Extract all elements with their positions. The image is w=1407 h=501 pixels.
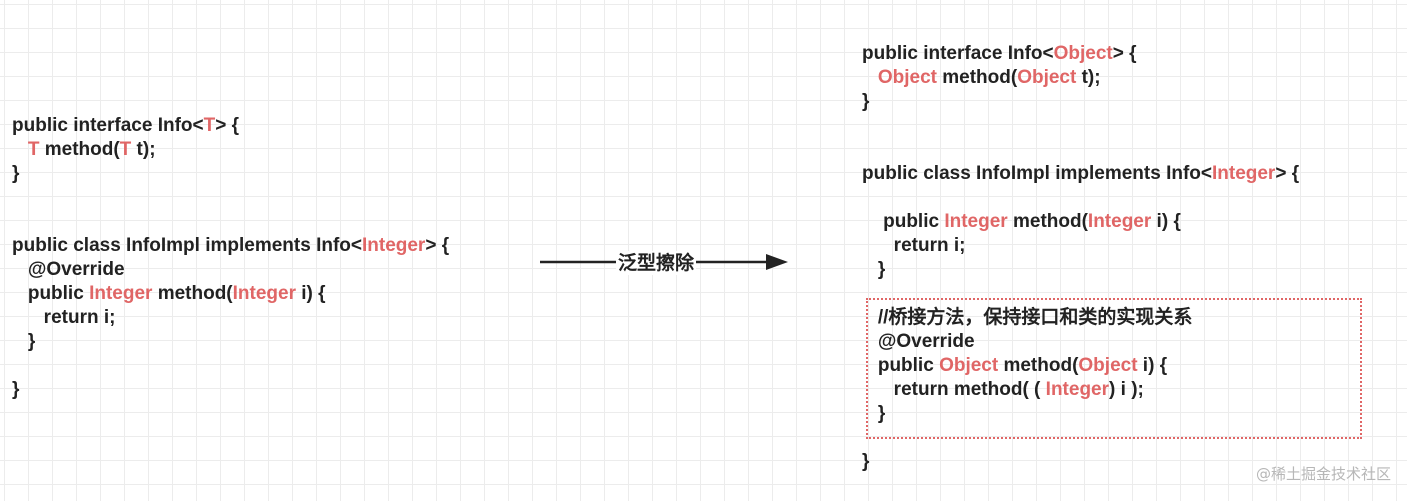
- code-line: }: [862, 450, 1299, 474]
- code-token: @Override: [12, 259, 125, 280]
- code-token: [12, 139, 28, 160]
- code-token: t);: [1076, 67, 1101, 88]
- type-token: Object: [877, 67, 937, 88]
- code-line: public interface Info<T> {: [12, 114, 449, 138]
- code-token: return i;: [12, 307, 116, 328]
- code-token: public class InfoImpl implements Info<: [12, 235, 362, 256]
- erased-code-block: public interface Info<Object> { Object m…: [862, 42, 1299, 474]
- code-line: @Override: [862, 330, 1299, 354]
- type-token: Integer: [89, 283, 153, 304]
- code-token: public: [862, 355, 940, 376]
- code-token: return i;: [862, 235, 966, 256]
- code-token: > {: [1275, 163, 1300, 184]
- type-token: T: [203, 115, 216, 136]
- erasure-label: 泛型擦除: [616, 251, 697, 275]
- code-token: method(: [998, 355, 1079, 376]
- code-token: }: [862, 403, 886, 424]
- code-line: }: [12, 330, 449, 354]
- code-token: i) {: [296, 283, 326, 304]
- type-token: Object: [1053, 43, 1113, 64]
- code-line: return method( ( Integer) i );: [862, 378, 1299, 402]
- code-line: }: [862, 402, 1299, 426]
- type-token: T: [119, 139, 132, 160]
- code-line: T method(T t);: [12, 138, 449, 162]
- code-token: }: [12, 331, 36, 352]
- code-token: > {: [425, 235, 450, 256]
- code-line: [862, 138, 1299, 162]
- code-token: public: [862, 211, 945, 232]
- code-token: method(: [936, 67, 1018, 88]
- code-token: method(: [1007, 211, 1088, 232]
- code-line: [12, 186, 449, 210]
- code-line: return i;: [862, 234, 1299, 258]
- code-token: > {: [215, 115, 240, 136]
- code-token: public interface Info<: [12, 115, 204, 136]
- type-token: Object: [1017, 67, 1077, 88]
- code-line: public class InfoImpl implements Info<In…: [862, 162, 1299, 186]
- code-line: public Object method(Object i) {: [862, 354, 1299, 378]
- code-line: Object method(Object t);: [862, 66, 1299, 90]
- code-token: }: [862, 91, 870, 112]
- code-token: i) {: [1151, 211, 1181, 232]
- bridge-method-box: [866, 298, 1362, 439]
- code-token: method(: [39, 139, 120, 160]
- code-line: }: [862, 258, 1299, 282]
- code-line: public interface Info<Object> {: [862, 42, 1299, 66]
- code-token: }: [862, 451, 870, 472]
- type-token: Object: [1078, 355, 1138, 376]
- generic-code-block: public interface Info<T> { T method(T t)…: [12, 114, 449, 402]
- code-line: }: [12, 378, 449, 402]
- code-line: return i;: [12, 306, 449, 330]
- code-token: t);: [131, 139, 156, 160]
- code-token: public: [12, 283, 90, 304]
- type-token: Integer: [361, 235, 426, 256]
- code-token: }: [12, 379, 20, 400]
- code-line: public Integer method(Integer i) {: [12, 282, 449, 306]
- code-token: }: [12, 163, 20, 184]
- code-line: public class InfoImpl implements Info<In…: [12, 234, 449, 258]
- code-token: return method( (: [862, 379, 1046, 400]
- code-token: method(: [152, 283, 233, 304]
- type-token: Integer: [1211, 163, 1276, 184]
- type-token: T: [27, 139, 40, 160]
- code-line: [862, 186, 1299, 210]
- code-token: ) i );: [1109, 379, 1144, 400]
- type-token: Integer: [232, 283, 296, 304]
- watermark: @稀土掘金技术社区: [1255, 465, 1391, 483]
- code-line: @Override: [12, 258, 449, 282]
- code-token: [862, 67, 878, 88]
- code-line: [12, 354, 449, 378]
- type-token: Integer: [944, 211, 1008, 232]
- code-token: //桥接方法，保持接口和类的实现关系: [862, 307, 1193, 328]
- code-token: public class InfoImpl implements Info<: [862, 163, 1212, 184]
- code-token: @Override: [862, 331, 975, 352]
- type-token: Integer: [1045, 379, 1110, 400]
- code-line: }: [862, 90, 1299, 114]
- code-token: public interface Info<: [862, 43, 1054, 64]
- type-token: Object: [939, 355, 999, 376]
- code-line: public Integer method(Integer i) {: [862, 210, 1299, 234]
- code-token: i) {: [1137, 355, 1168, 376]
- code-token: }: [862, 259, 886, 280]
- code-line: }: [12, 162, 449, 186]
- code-line: [12, 210, 449, 234]
- code-token: > {: [1112, 43, 1137, 64]
- code-line: //桥接方法，保持接口和类的实现关系: [862, 306, 1299, 330]
- code-line: [862, 114, 1299, 138]
- type-token: Integer: [1087, 211, 1152, 232]
